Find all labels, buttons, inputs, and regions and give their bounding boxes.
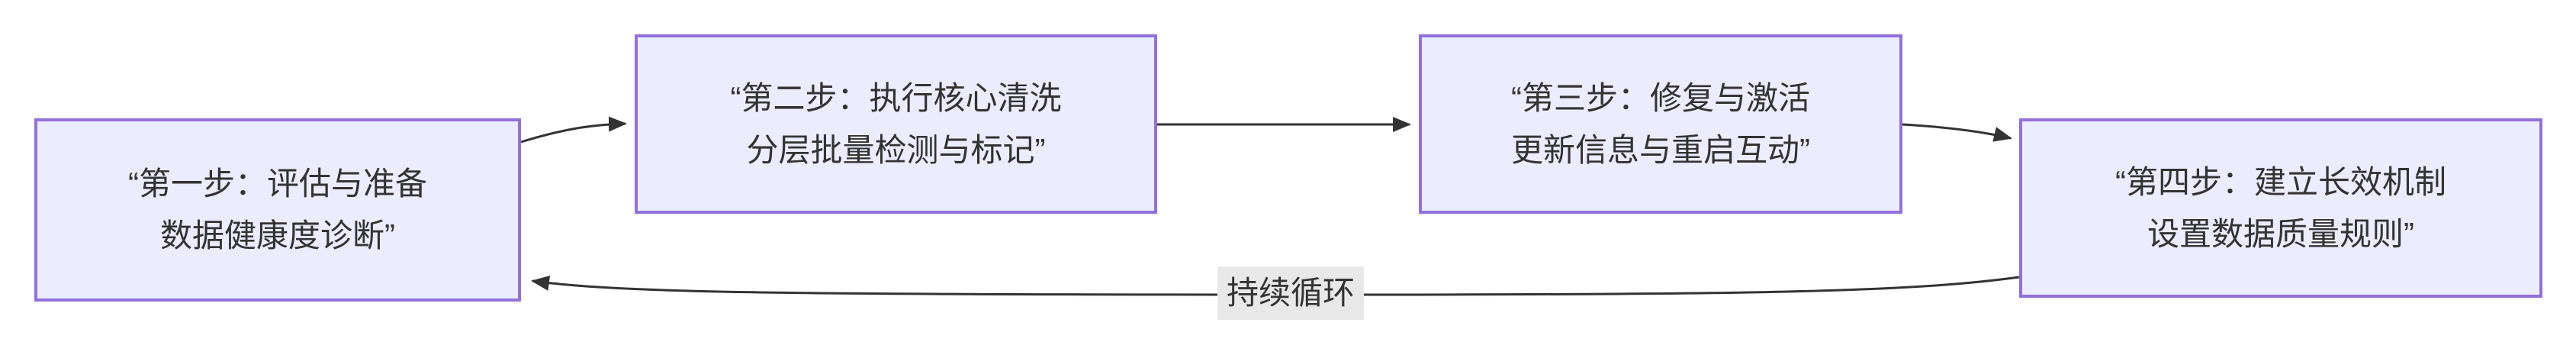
node-step4: “第四步：建立长效机制 设置数据质量规则” [2019,118,2542,298]
node-step3: “第三步：修复与激活 更新信息与重启互动” [1419,34,1902,214]
node-step3-line2: 更新信息与重启互动” [1511,131,1810,168]
node-step2-line1: “第二步：执行核心清洗 [730,79,1062,116]
node-step2: “第二步：执行核心清洗 分层批量检测与标记” [635,34,1157,214]
node-step1: “第一步：评估与准备 数据健康度诊断” [34,118,521,302]
node-step4-line2: 设置数据质量规则” [2147,215,2414,252]
node-step1-line1: “第一步：评估与准备 [128,166,427,202]
edge-label-cycle: 持续循环 [1217,266,1365,320]
node-step2-line2: 分层批量检测与标记” [746,131,1046,168]
node-step1-line2: 数据健康度诊断” [160,218,395,253]
node-step3-line1: “第三步：修复与激活 [1511,79,1810,116]
edge-step1-to-step2 [520,116,627,144]
node-step4-line1: “第四步：建立长效机制 [2115,163,2446,200]
edge-step3-to-step4 [1902,123,2012,142]
